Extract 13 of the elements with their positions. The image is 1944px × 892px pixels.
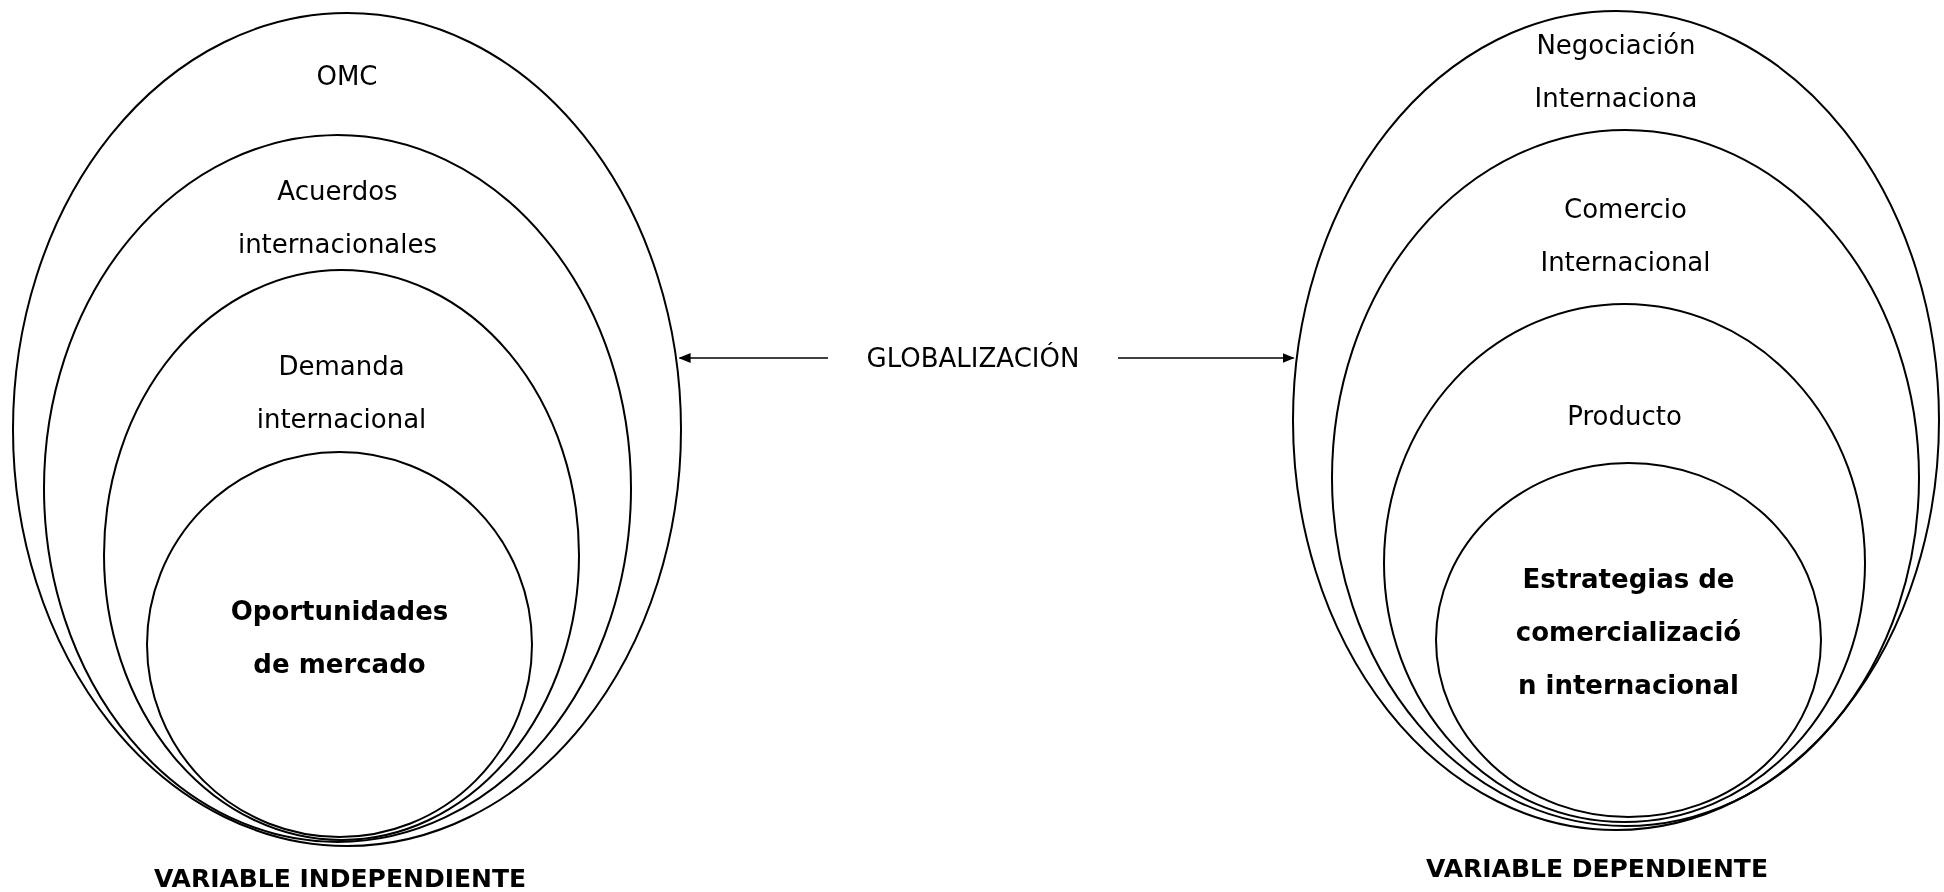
ellipse-label: Comercio Internacional bbox=[1539, 193, 1712, 279]
variable-caption: VARIABLE DEPENDIENTE bbox=[1426, 853, 1768, 883]
ellipse-label: Oportunidades de mercado bbox=[229, 595, 450, 681]
ellipse-label: Demanda internacional bbox=[255, 350, 428, 436]
ellipse-label: OMC bbox=[315, 59, 379, 93]
ellipse-label: Estrategias de comercializació n internacional bbox=[1514, 562, 1743, 702]
arrow bbox=[678, 353, 829, 363]
ellipse-label: Acuerdos internacionales bbox=[236, 175, 439, 261]
variable-caption: VARIABLE INDEPENDIENTE bbox=[153, 863, 527, 892]
ellipse-label: Producto bbox=[1566, 399, 1683, 433]
ellipse-label: Negociación Internaciona bbox=[1533, 29, 1699, 115]
heading-text: GLOBALIZACIÓN bbox=[865, 341, 1081, 375]
arrow bbox=[1117, 353, 1295, 363]
